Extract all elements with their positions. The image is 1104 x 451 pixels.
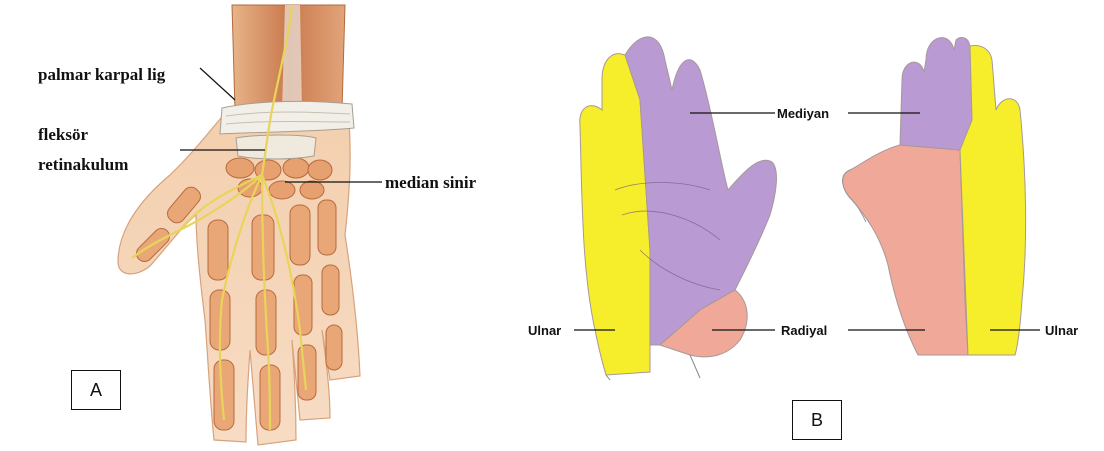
- hand-palm: [580, 37, 777, 380]
- label-median-nerve: median sinir: [385, 173, 477, 192]
- label-flexor-line2: retinakulum: [38, 155, 128, 174]
- label-median: Mediyan: [777, 106, 829, 121]
- zone-radial-back: [843, 145, 968, 355]
- label-flexor-line1: fleksör: [38, 125, 89, 144]
- palmar-carpal-ligament: [220, 101, 354, 134]
- panel-b-letter: B: [792, 400, 842, 440]
- flexor-retinaculum: [236, 135, 316, 159]
- zone-median-back: [900, 38, 972, 150]
- label-ulnar-right: Ulnar: [1045, 323, 1078, 338]
- label-ulnar-left: Ulnar: [528, 323, 561, 338]
- label-palmar-carpal-lig: palmar karpal lig: [38, 65, 166, 84]
- label-radial: Radiyal: [781, 323, 827, 338]
- forearm-tendon: [282, 5, 302, 110]
- panel-a-letter: A: [71, 370, 121, 410]
- zone-ulnar-palm: [580, 54, 650, 375]
- hand-back: [843, 38, 1026, 355]
